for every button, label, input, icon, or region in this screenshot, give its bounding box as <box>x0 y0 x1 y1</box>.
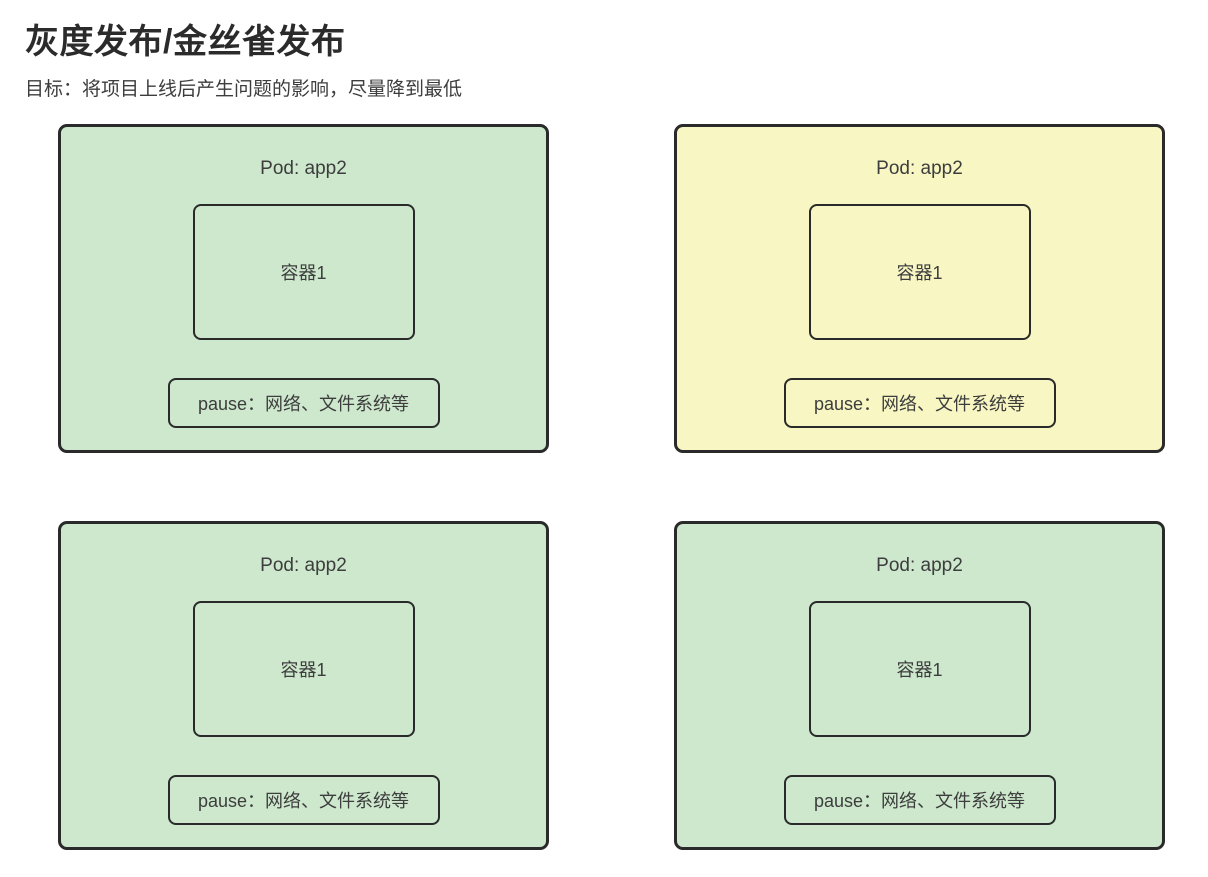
container-box: 容器1 <box>192 601 415 737</box>
pause-label: pause：网络、文件系统等 <box>197 791 410 811</box>
pod-title: Pod: app2 <box>260 555 347 576</box>
container-label: 容器1 <box>896 263 943 283</box>
pause-box: pause：网络、文件系统等 <box>783 378 1056 428</box>
pod-box-top-right: Pod: app2 容器1 pause：网络、文件系统等 <box>674 124 1165 453</box>
pod-box-top-left: Pod: app2 容器1 pause：网络、文件系统等 <box>58 124 549 453</box>
container-label: 容器1 <box>280 263 327 283</box>
pause-label: pause：网络、文件系统等 <box>813 791 1026 811</box>
pause-label: pause：网络、文件系统等 <box>813 394 1026 414</box>
pod-title: Pod: app2 <box>876 555 963 576</box>
container-label: 容器1 <box>280 660 327 680</box>
pod-box-bottom-right: Pod: app2 容器1 pause：网络、文件系统等 <box>674 521 1165 850</box>
pause-label: pause：网络、文件系统等 <box>197 394 410 414</box>
pause-box: pause：网络、文件系统等 <box>167 378 440 428</box>
pause-box: pause：网络、文件系统等 <box>783 775 1056 825</box>
page-subtitle: 目标：将项目上线后产生问题的影响，尽量降到最低 <box>25 79 463 100</box>
page-title: 灰度发布/金丝雀发布 <box>25 23 346 61</box>
container-box: 容器1 <box>192 204 415 340</box>
container-label: 容器1 <box>896 660 943 680</box>
container-box: 容器1 <box>808 601 1031 737</box>
container-box: 容器1 <box>808 204 1031 340</box>
pod-title: Pod: app2 <box>876 158 963 179</box>
pause-box: pause：网络、文件系统等 <box>167 775 440 825</box>
pod-box-bottom-left: Pod: app2 容器1 pause：网络、文件系统等 <box>58 521 549 850</box>
pod-title: Pod: app2 <box>260 158 347 179</box>
